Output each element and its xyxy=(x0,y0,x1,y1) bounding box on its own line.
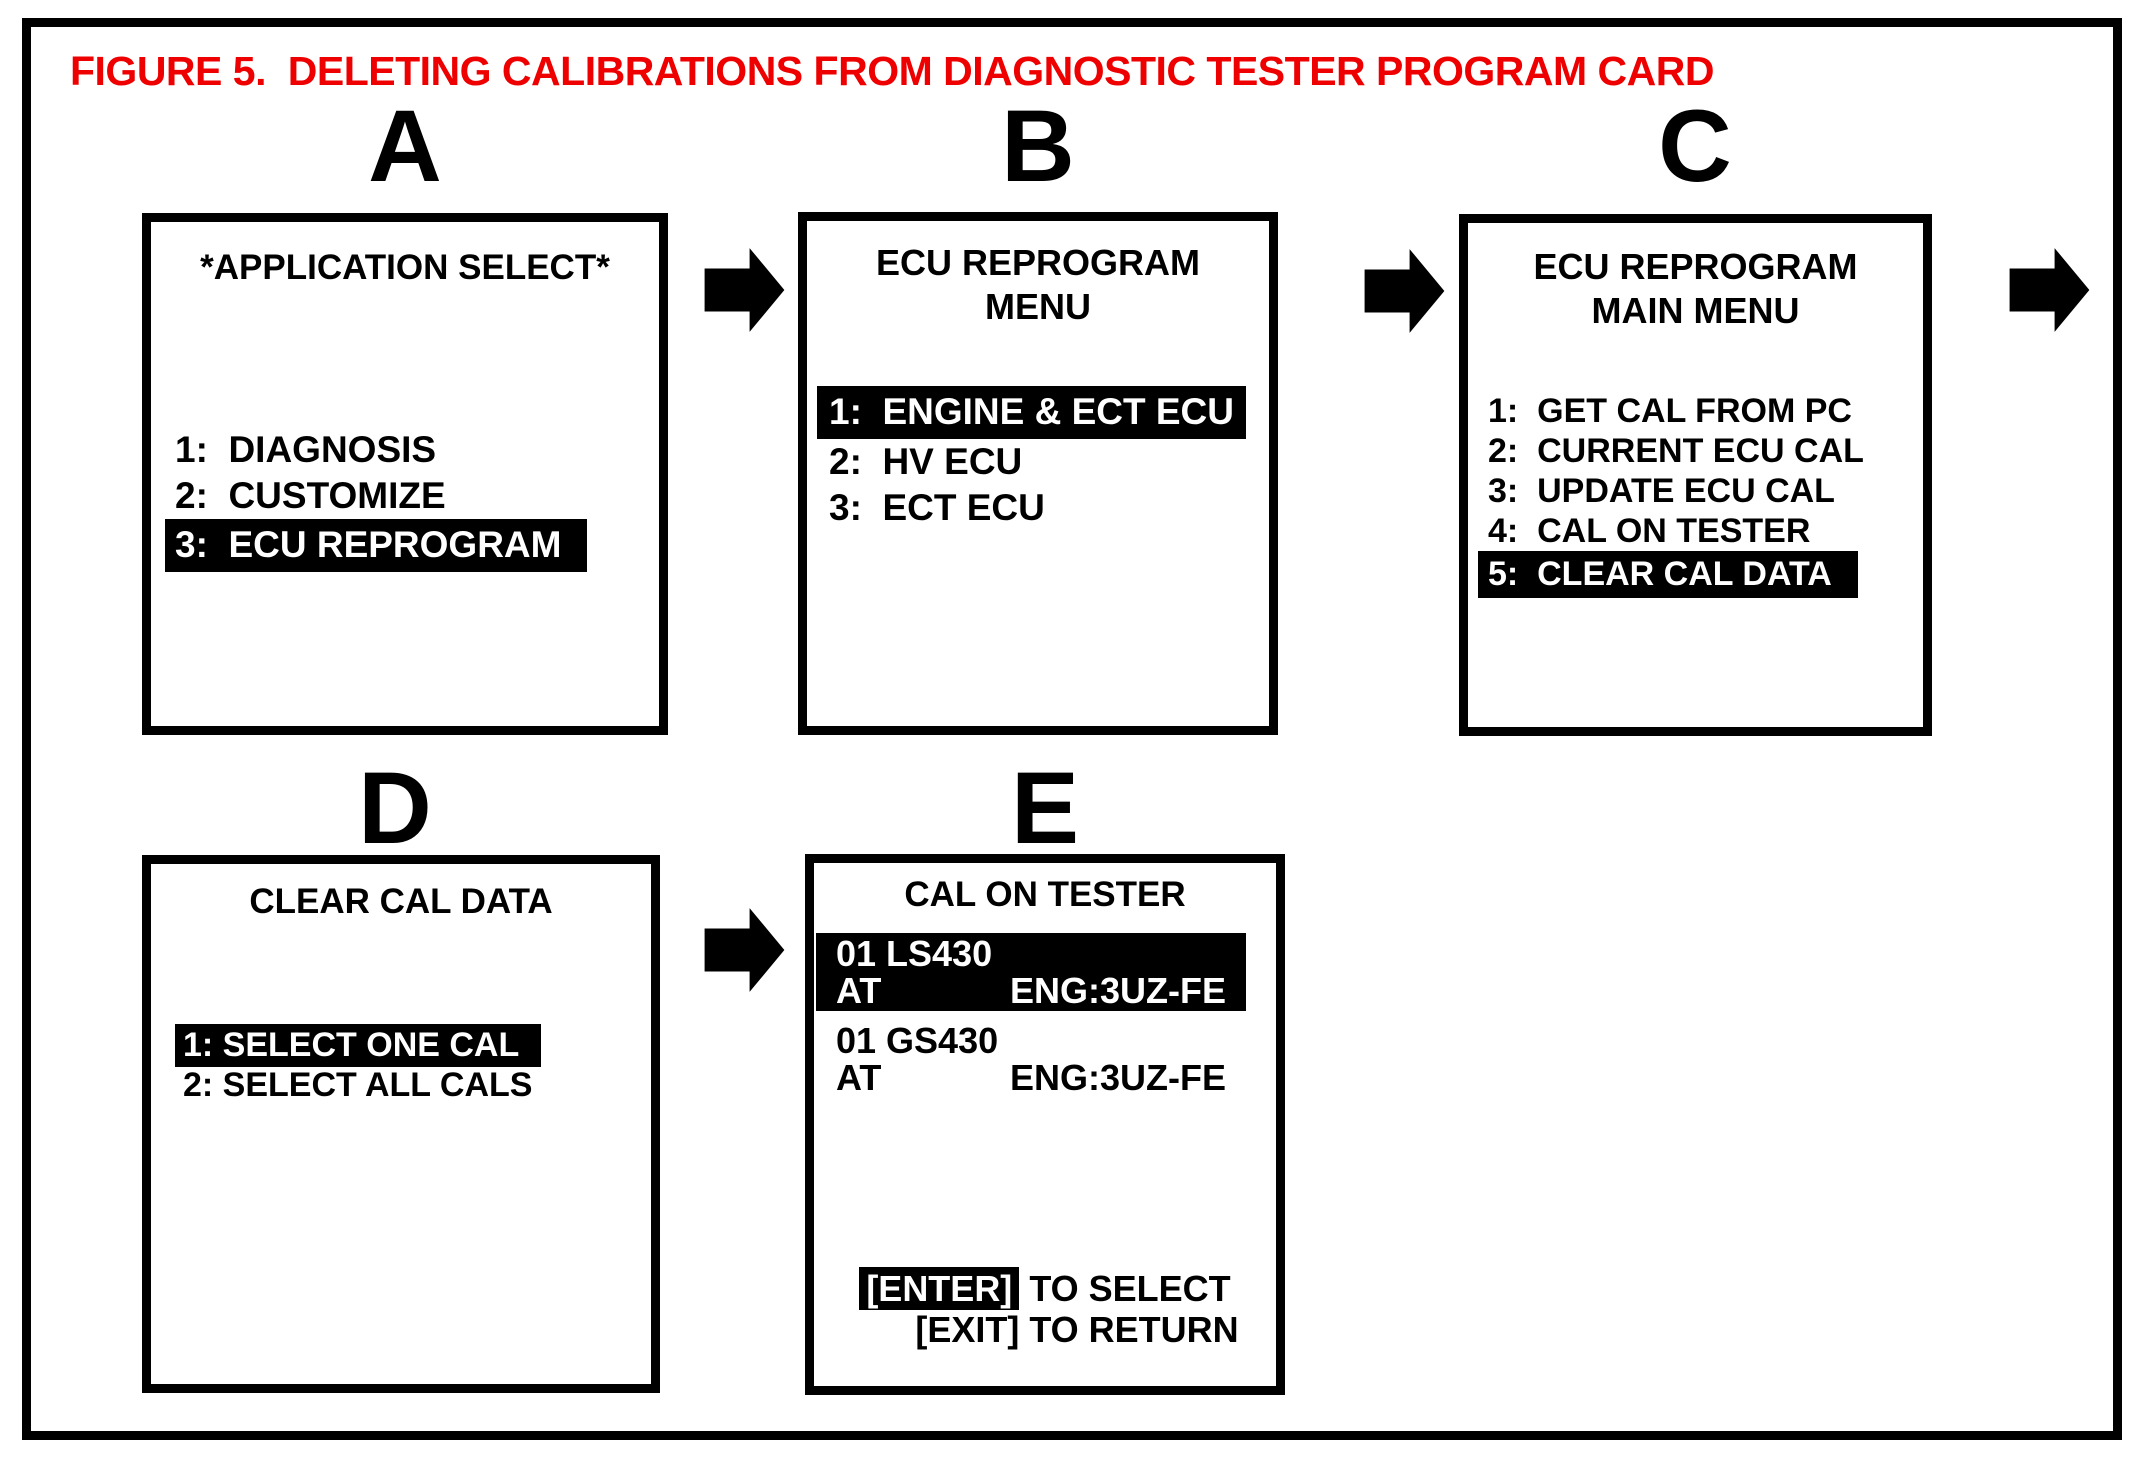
menu-item: 3: UPDATE ECU CAL xyxy=(1488,472,1835,510)
key-hint-footer: [ENTER]TO SELECT [EXIT]TO RETURN xyxy=(814,1267,1276,1350)
screen-title-line: ECU REPROGRAM xyxy=(1533,246,1858,287)
menu-list: 1: DIAGNOSIS 2: CUSTOMIZE 3: ECU REPROGR… xyxy=(165,427,588,572)
cal-model: 01 LS430 xyxy=(836,933,993,974)
screen-title-line: CAL ON TESTER xyxy=(904,875,1186,914)
menu-item: 2: CUSTOMIZE xyxy=(175,475,446,516)
flow-arrow-icon xyxy=(2009,248,2090,332)
screen-title-line: MAIN MENU xyxy=(1591,290,1800,331)
menu-item: 2: SELECT ALL CALS xyxy=(183,1066,533,1104)
flow-arrow-icon xyxy=(1364,249,1445,333)
menu-item-selected: 3: ECU REPROGRAM xyxy=(165,519,588,572)
screen-title-line: *APPLICATION SELECT* xyxy=(200,248,610,287)
cal-transmission: AT xyxy=(836,970,882,1011)
exit-key-label: [EXIT] xyxy=(915,1309,1020,1350)
flow-arrow-icon xyxy=(704,248,785,332)
screen-title: *APPLICATION SELECT* xyxy=(151,246,659,290)
screen-title: CLEAR CAL DATA xyxy=(151,880,651,924)
cal-entry-selected: 01 LS430 AT ENG:3UZ-FE xyxy=(816,933,1246,1011)
menu-item-selected: 1: ENGINE & ECT ECU xyxy=(817,386,1246,439)
screen-label-e: E xyxy=(1010,751,1080,865)
menu-item-selected: 5: CLEAR CAL DATA xyxy=(1478,551,1858,598)
menu-item: 1: GET CAL FROM PC xyxy=(1488,392,1852,430)
screen-a-application-select: *APPLICATION SELECT* 1: DIAGNOSIS 2: CUS… xyxy=(142,213,668,735)
screen-label-a: A xyxy=(368,89,442,203)
figure-title: FIGURE 5. DELETING CALIBRATIONS FROM DIA… xyxy=(70,48,1714,94)
screen-title-line: MENU xyxy=(985,286,1091,327)
enter-key-hint: TO SELECT xyxy=(1029,1268,1231,1309)
screen-title: ECU REPROGRAM MENU xyxy=(807,241,1269,329)
screen-title: CAL ON TESTER xyxy=(814,873,1276,917)
figure-border xyxy=(22,18,2122,1440)
screen-label-b: B xyxy=(1001,89,1075,203)
exit-key-hint: TO RETURN xyxy=(1029,1309,1239,1350)
menu-list: 1: GET CAL FROM PC 2: CURRENT ECU CAL 3:… xyxy=(1478,391,1864,598)
menu-list: 1: SELECT ONE CAL 2: SELECT ALL CALS xyxy=(175,1024,542,1104)
menu-item: 1: DIAGNOSIS xyxy=(175,429,437,470)
screen-b-ecu-reprogram-menu: ECU REPROGRAM MENU 1: ENGINE & ECT ECU 2… xyxy=(798,212,1278,735)
calibration-list: 01 LS430 AT ENG:3UZ-FE 01 GS430 AT ENG:3… xyxy=(816,933,1246,1107)
screen-e-cal-on-tester: CAL ON TESTER 01 LS430 AT ENG:3UZ-FE 01 … xyxy=(805,854,1285,1395)
flow-arrow-icon xyxy=(704,908,785,992)
screen-title-line: CLEAR CAL DATA xyxy=(249,882,553,921)
menu-item: 2: CURRENT ECU CAL xyxy=(1488,432,1864,470)
cal-transmission: AT xyxy=(836,1057,882,1098)
enter-key-label: [ENTER] xyxy=(859,1267,1020,1310)
menu-item: 4: CAL ON TESTER xyxy=(1488,512,1811,550)
screen-title-line: ECU REPROGRAM xyxy=(875,242,1201,283)
screen-c-ecu-reprogram-main-menu: ECU REPROGRAM MAIN MENU 1: GET CAL FROM … xyxy=(1459,214,1932,736)
screen-label-c: C xyxy=(1658,89,1732,203)
cal-engine: ENG:3UZ-FE xyxy=(1010,970,1226,1011)
cal-model: 01 GS430 xyxy=(836,1020,999,1061)
screen-d-clear-cal-data: CLEAR CAL DATA 1: SELECT ONE CAL 2: SELE… xyxy=(142,855,660,1393)
cal-entry: 01 GS430 AT ENG:3UZ-FE xyxy=(816,1020,1246,1098)
menu-list: 1: ENGINE & ECT ECU 2: HV ECU 3: ECT ECU xyxy=(817,386,1246,531)
cal-engine: ENG:3UZ-FE xyxy=(1010,1057,1226,1098)
menu-item: 3: ECT ECU xyxy=(829,487,1045,528)
menu-item-selected: 1: SELECT ONE CAL xyxy=(175,1024,542,1067)
menu-item: 2: HV ECU xyxy=(829,441,1023,482)
screen-label-d: D xyxy=(358,751,432,865)
screen-title: ECU REPROGRAM MAIN MENU xyxy=(1468,245,1923,333)
